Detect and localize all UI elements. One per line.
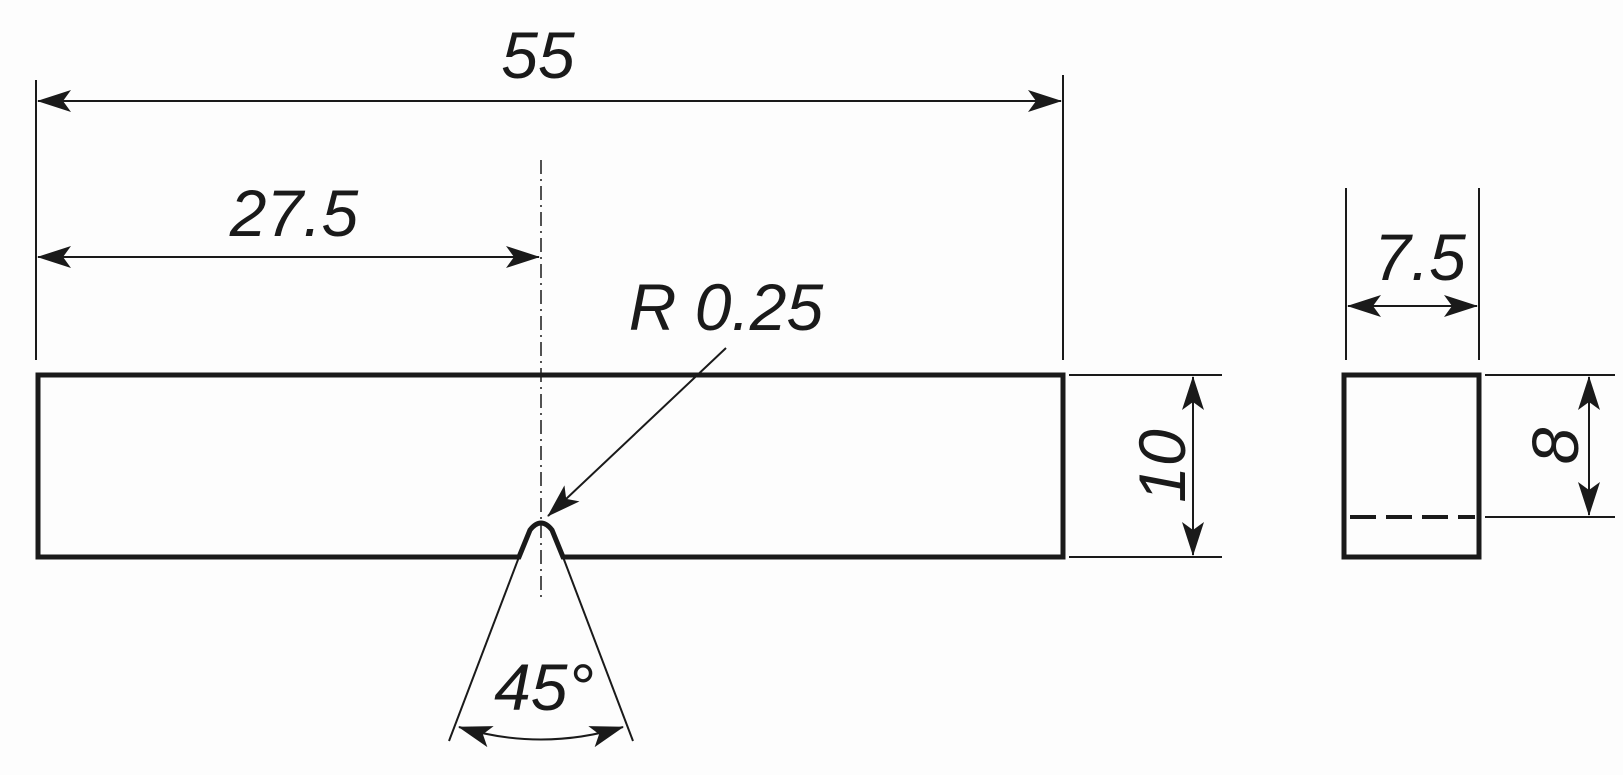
dimension-label-width: 7.5 (1374, 220, 1466, 294)
dimension-label-length: 55 (501, 18, 575, 92)
notch-radius-label: R 0.25 (629, 270, 824, 344)
notch-radius-leader (547, 347, 727, 517)
dimension-label-half-length: 27.5 (229, 176, 359, 250)
dimension-label-height: 10 (1125, 429, 1199, 503)
notch-angle-label: 45° (494, 650, 594, 724)
cross-section-outline (1341, 372, 1482, 560)
notch-angle-extension-right (562, 556, 634, 742)
notch-angle-arc (458, 726, 624, 748)
specimen-outline (35, 372, 1066, 560)
dimension-label-ligament: 8 (1518, 427, 1592, 464)
notch-angle-extension-left (448, 556, 520, 742)
